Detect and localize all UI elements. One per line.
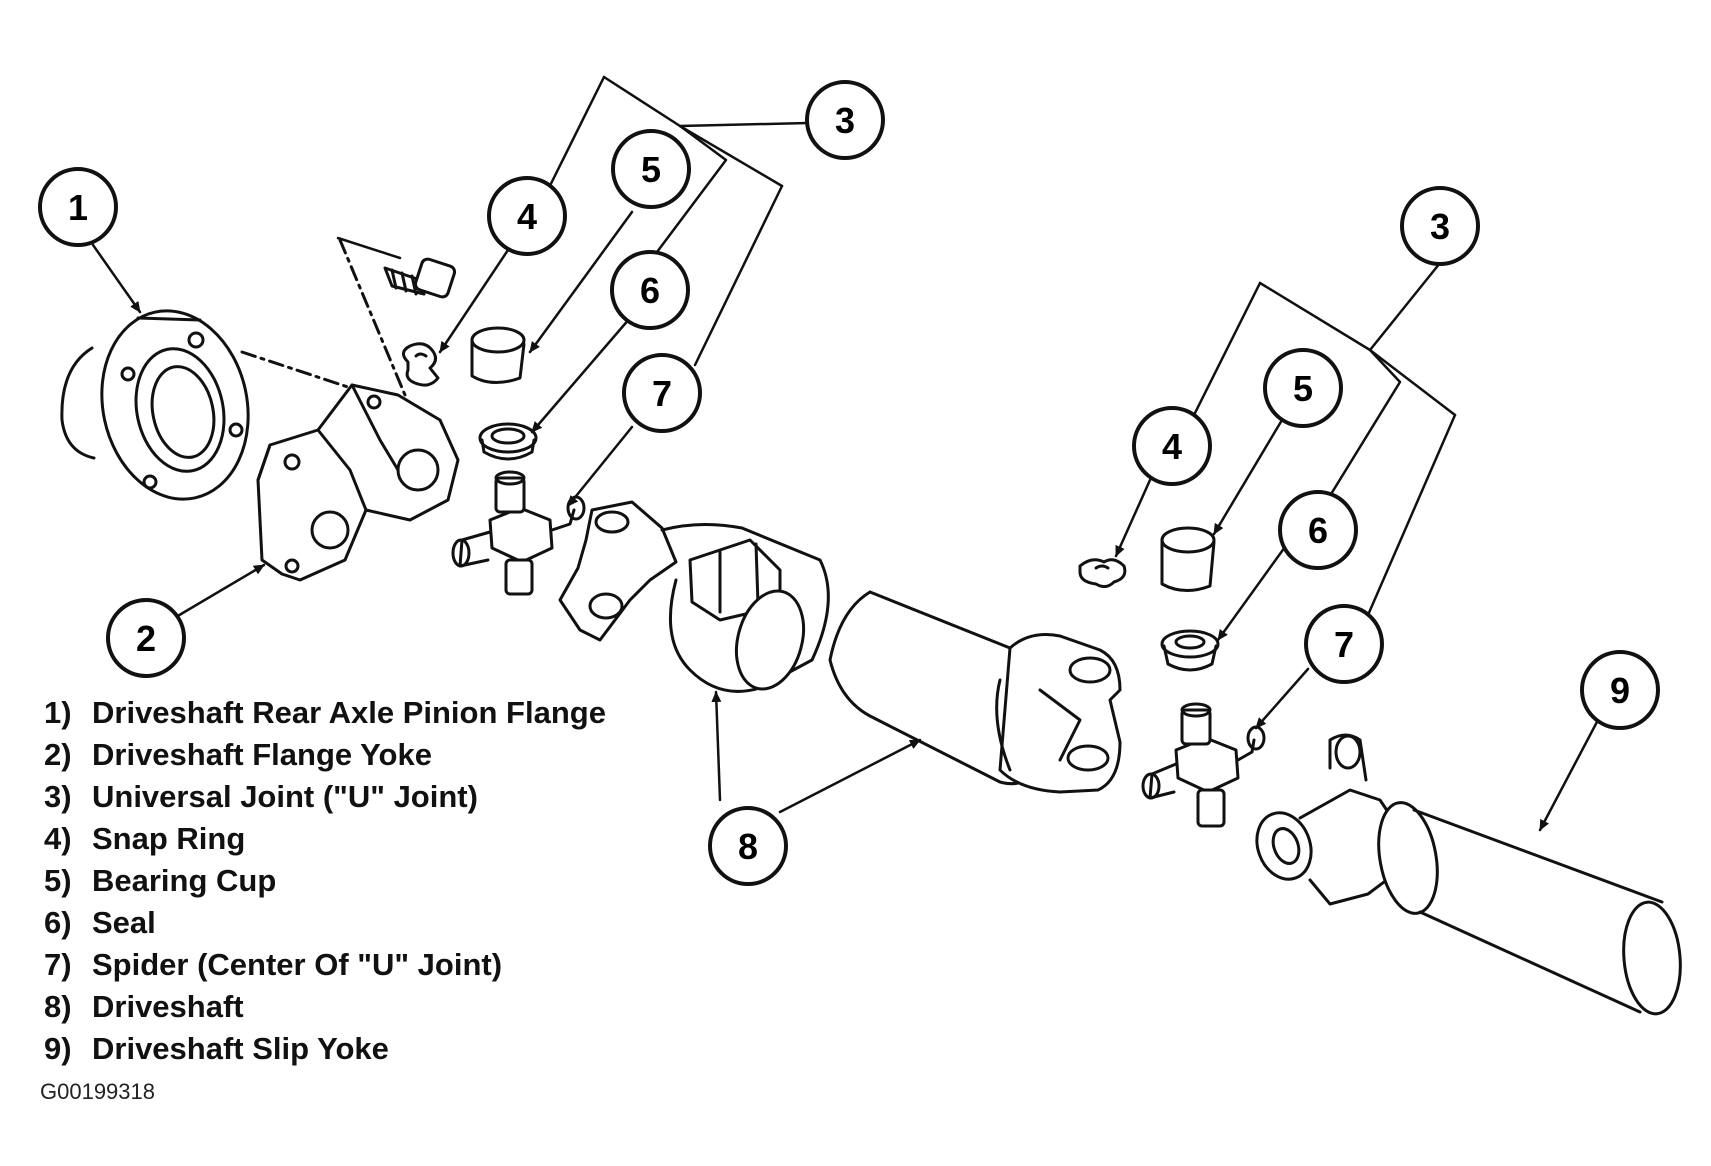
svg-text:5: 5 bbox=[641, 149, 661, 190]
driveshaft-rear-part bbox=[828, 590, 1122, 794]
pinion-flange-part bbox=[60, 309, 250, 501]
svg-text:5: 5 bbox=[1293, 368, 1313, 409]
callout-3-right: 3 bbox=[1400, 186, 1480, 266]
legend-item: 5) Bearing Cup bbox=[44, 860, 606, 902]
seal-part bbox=[478, 422, 538, 461]
seal-part bbox=[1160, 629, 1220, 672]
legend-item: 2) Driveshaft Flange Yoke bbox=[44, 734, 606, 776]
svg-text:2: 2 bbox=[136, 618, 156, 659]
driveshaft-front-part bbox=[558, 500, 830, 693]
legend-item: 6) Seal bbox=[44, 902, 606, 944]
callout-8: 8 bbox=[708, 806, 788, 886]
figure-id: G00199318 bbox=[40, 1079, 155, 1104]
callout-7-right: 7 bbox=[1304, 604, 1384, 684]
callout-1: 1 bbox=[38, 167, 118, 247]
svg-text:9: 9 bbox=[1610, 670, 1630, 711]
svg-text:7: 7 bbox=[652, 373, 672, 414]
parts-legend: 1) Driveshaft Rear Axle Pinion Flange 2) D… bbox=[44, 692, 606, 1070]
flange-yoke-part bbox=[256, 383, 460, 582]
callout-9: 9 bbox=[1580, 650, 1660, 730]
legend-label: Driveshaft bbox=[92, 989, 244, 1024]
svg-text:3: 3 bbox=[835, 100, 855, 141]
legend-number: 7) bbox=[44, 947, 72, 982]
bearing-cup-part bbox=[470, 326, 526, 384]
legend-item: 8) Driveshaft bbox=[44, 986, 606, 1028]
legend-number: 6) bbox=[44, 905, 72, 940]
callout-3-left: 3 bbox=[805, 80, 885, 160]
legend-item: 1) Driveshaft Rear Axle Pinion Flange bbox=[44, 692, 606, 734]
alignment-line bbox=[338, 238, 407, 397]
svg-text:3: 3 bbox=[1430, 206, 1450, 247]
legend-label: Driveshaft Flange Yoke bbox=[92, 737, 432, 772]
bearing-cup-part bbox=[1160, 526, 1216, 592]
slip-yoke-part bbox=[1255, 733, 1682, 1016]
legend-number: 5) bbox=[44, 863, 72, 898]
callout-4-right: 4 bbox=[1132, 406, 1212, 486]
svg-text:8: 8 bbox=[738, 826, 758, 867]
svg-text:1: 1 bbox=[68, 187, 88, 228]
legend-number: 8) bbox=[44, 989, 72, 1024]
svg-text:4: 4 bbox=[517, 196, 537, 237]
legend-label: Bearing Cup bbox=[92, 863, 277, 898]
legend-item: 3) Universal Joint ("U" Joint) bbox=[44, 776, 606, 818]
legend-item: 4) Snap Ring bbox=[44, 818, 606, 860]
snap-ring-part bbox=[1078, 558, 1127, 589]
legend-label: Driveshaft Slip Yoke bbox=[92, 1031, 389, 1066]
legend-label: Seal bbox=[92, 905, 156, 940]
bolt-part bbox=[383, 257, 457, 299]
callout-2: 2 bbox=[106, 598, 186, 678]
legend-label: Spider (Center Of "U" Joint) bbox=[92, 947, 503, 982]
callout-5-right: 5 bbox=[1263, 348, 1343, 428]
legend-number: 2) bbox=[44, 737, 72, 772]
snap-ring-part bbox=[402, 342, 440, 387]
legend-item: 7) Spider (Center Of "U" Joint) bbox=[44, 944, 606, 986]
spider-part bbox=[1141, 702, 1266, 828]
callout-6-right: 6 bbox=[1278, 490, 1358, 570]
svg-text:6: 6 bbox=[1308, 510, 1328, 551]
legend-number: 9) bbox=[44, 1031, 72, 1066]
alignment-line bbox=[336, 236, 402, 260]
legend-number: 1) bbox=[44, 695, 72, 730]
callout-4-left: 4 bbox=[487, 176, 567, 256]
legend-number: 3) bbox=[44, 779, 72, 814]
legend-label: Snap Ring bbox=[92, 821, 246, 856]
callout-5-left: 5 bbox=[611, 129, 691, 209]
alignment-line bbox=[240, 350, 374, 397]
svg-text:7: 7 bbox=[1334, 624, 1354, 665]
leader-lines bbox=[91, 75, 1600, 832]
legend-item: 9) Driveshaft Slip Yoke bbox=[44, 1028, 606, 1070]
legend-number: 4) bbox=[44, 821, 72, 856]
svg-text:6: 6 bbox=[640, 270, 660, 311]
callout-6-left: 6 bbox=[610, 250, 690, 330]
svg-text:4: 4 bbox=[1162, 426, 1182, 467]
callout-7-left: 7 bbox=[622, 353, 702, 433]
spider-part bbox=[451, 470, 586, 596]
legend-label: Driveshaft Rear Axle Pinion Flange bbox=[92, 695, 606, 730]
legend-label: Universal Joint ("U" Joint) bbox=[92, 779, 478, 814]
